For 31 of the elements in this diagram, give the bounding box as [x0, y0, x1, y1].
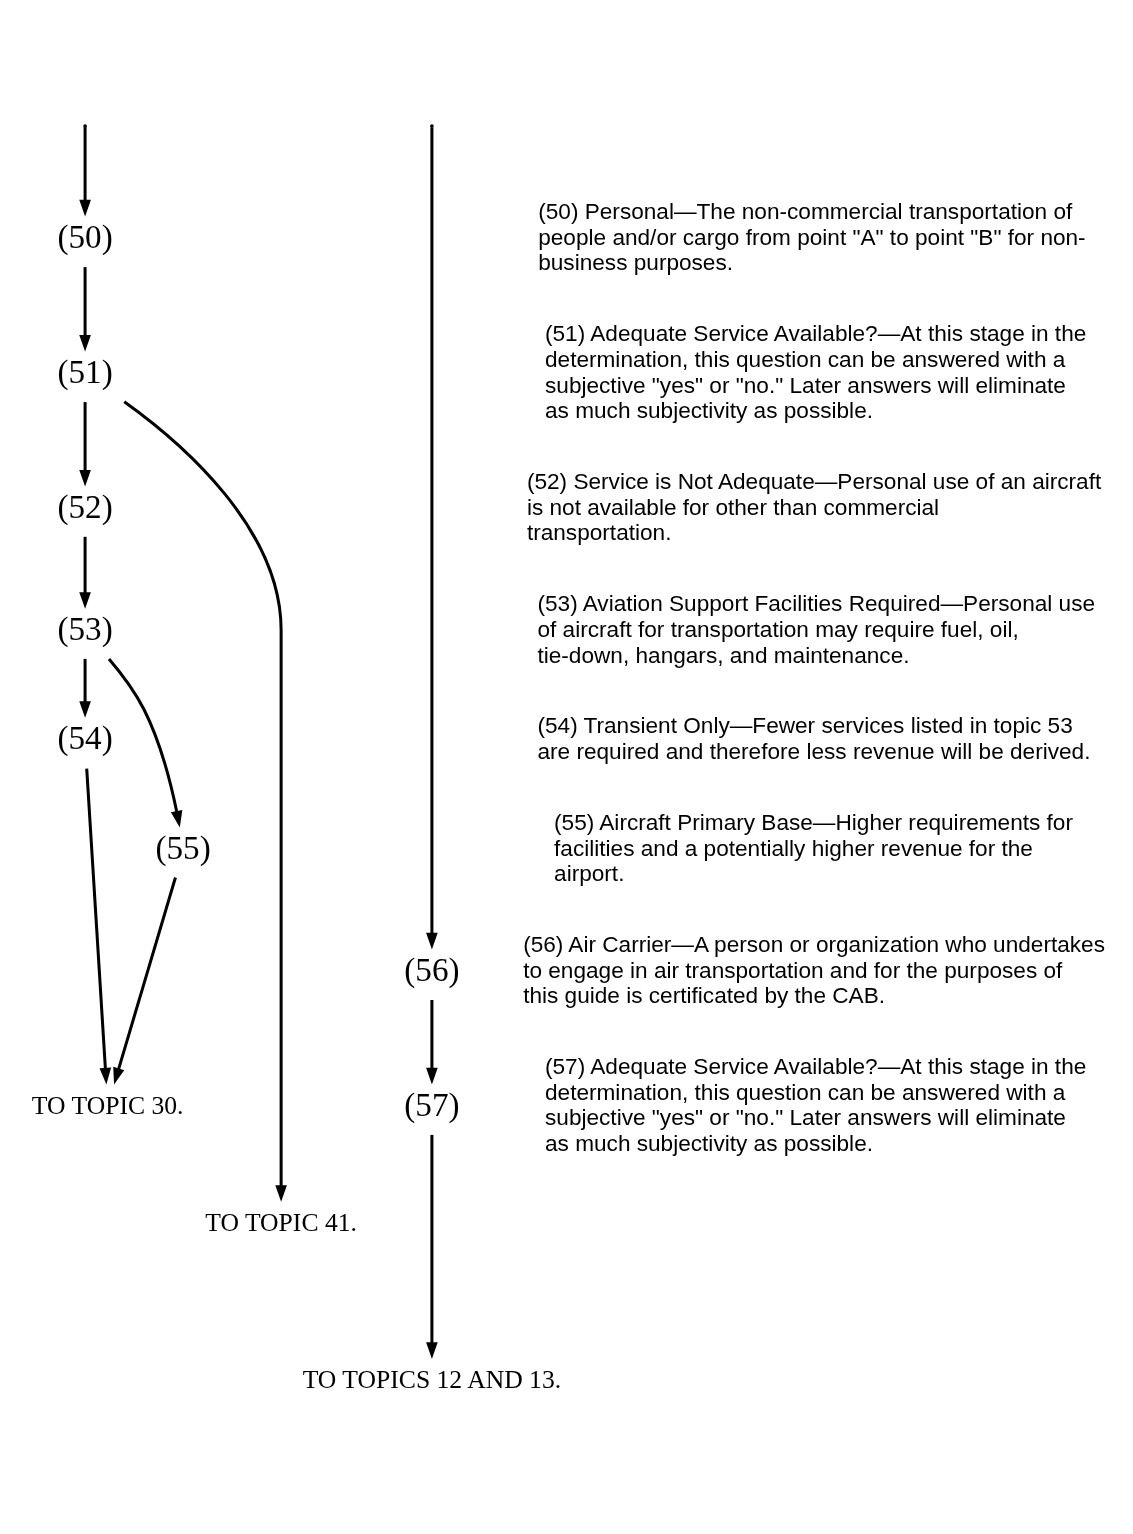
node-text: TO TOPICS 12 AND 13. [302, 1365, 562, 1395]
arrow [79, 536, 91, 609]
label: (50) Personal—The non-commercial transportation of people and/or cargo from point "A" to point "B" for non-business purposes. [538, 199, 1086, 276]
node-text: (50) [57, 217, 113, 255]
arrow [113, 877, 177, 1085]
arrow [79, 658, 91, 718]
node-text: TO TOPIC 41. [205, 1208, 357, 1238]
label: (54) Transient Only—Fewer services listed in topic 53 are required and therefore less revenue will be derived. [537, 713, 1091, 765]
node-text: (54) [57, 719, 113, 757]
arrow [107, 657, 183, 828]
label: (57) Adequate Service Available?—At this stage in the determination, this question can be answered with a subjective "yes" or "no." Later answers will eliminate as much subjectivity as possible. [545, 1054, 1087, 1157]
node-text: (52) [57, 487, 113, 525]
label: (52) Service is Not Adequate—Personal use of an aircraft is not available for other than commercial transportation. [526, 469, 1102, 546]
node-text: (55) [155, 828, 211, 866]
label: (51) Adequate Service Available?—At this stage in the determination, this question can be answered with a subjective "yes" or "no." Later answers will eliminate as much subjectivity as possible. [545, 321, 1087, 424]
node-text: (51) [57, 352, 113, 390]
label: (56) Air Carrier—A person or organization who undertakes to engage in air transportation and for the purposes of this guide is certificated by the CAB. [523, 932, 1106, 1009]
node-text: TO TOPIC 30. [31, 1090, 184, 1120]
label: (53) Aviation Support Facilities Required—Personal use of aircraft for transportation may require fuel, oil, tie-down, hangars, and maintenance. [537, 591, 1096, 668]
arrow [123, 400, 287, 1202]
label: (55) Aircraft Primary Base—Higher requirements for facilities and a potentially higher revenue for the airport. [554, 809, 1073, 887]
arrow [426, 127, 438, 950]
arrow [79, 402, 91, 487]
arrow [79, 267, 91, 352]
node-text: (56) [404, 950, 460, 988]
arrow [426, 1134, 438, 1359]
arrow [85, 768, 112, 1085]
arrow [426, 1000, 438, 1085]
node-text: (57) [404, 1085, 460, 1123]
node-text: (53) [57, 610, 113, 648]
arrow [79, 127, 91, 217]
